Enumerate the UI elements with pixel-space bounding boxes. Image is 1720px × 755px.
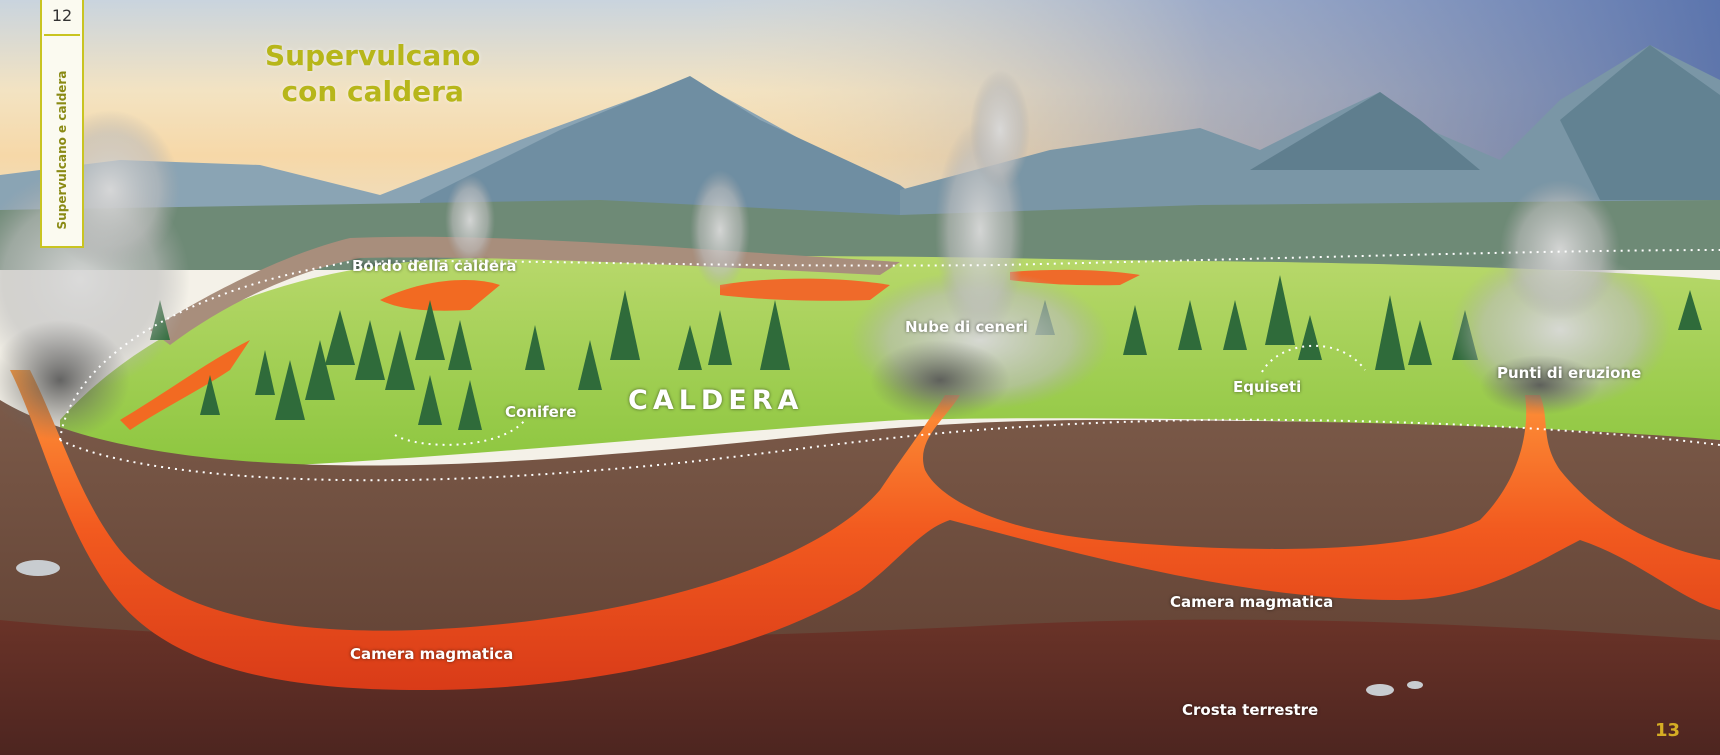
label-magma-chamber-left: Camera magmatica <box>350 645 514 663</box>
lava-flow <box>120 340 250 430</box>
section-label: Supervulcano e caldera <box>55 70 69 230</box>
ash-cloud <box>0 70 1670 440</box>
label-conifers: Conifere <box>505 403 577 421</box>
label-caldera-rim: Bordo della caldera <box>352 257 517 275</box>
label-magma-chamber-right: Camera magmatica <box>1170 593 1334 611</box>
caldera-outline <box>59 418 1720 482</box>
magma-chamber <box>10 370 1720 690</box>
title-line-2: con caldera <box>281 75 464 108</box>
page-number-right: 13 <box>1654 720 1680 741</box>
label-horsetails: Equiseti <box>1233 378 1302 396</box>
label-ash-cloud: Nube di ceneri <box>905 318 1028 336</box>
label-caldera: CALDERA <box>628 385 804 416</box>
tab-divider <box>44 34 80 36</box>
page-tab: 12 Supervulcano e caldera <box>40 0 84 248</box>
label-eruption-points: Punti di eruzione <box>1497 364 1642 382</box>
title-line-1: Supervulcano <box>265 39 481 72</box>
rock <box>16 560 60 576</box>
page-number-left: 12 <box>51 6 73 25</box>
page-title: Supervulcano con caldera <box>265 38 480 110</box>
label-earth-crust: Crosta terrestre <box>1182 701 1319 719</box>
